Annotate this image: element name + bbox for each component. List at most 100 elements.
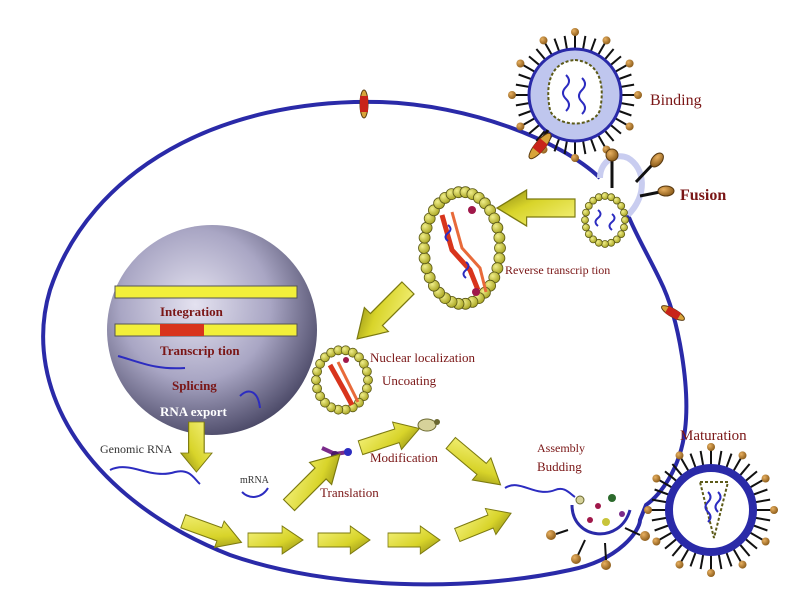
label-maturation: Maturation bbox=[680, 428, 747, 444]
capsid-bead bbox=[420, 262, 433, 275]
capsid-bead bbox=[612, 196, 621, 205]
envelope-spike bbox=[751, 524, 768, 532]
envelope-spike bbox=[689, 453, 697, 470]
label-rna-export: RNA export bbox=[160, 404, 227, 419]
modified-protein bbox=[417, 418, 440, 432]
capsid-bead bbox=[418, 252, 431, 265]
spike-knob bbox=[625, 59, 634, 68]
arrow-to-assembly bbox=[440, 431, 511, 497]
spike-knob bbox=[516, 59, 525, 68]
capsid-bead bbox=[589, 235, 598, 244]
membrane-receptor-top bbox=[359, 89, 369, 119]
arrow-bottom-5 bbox=[451, 499, 517, 549]
spike-knob bbox=[634, 91, 642, 99]
spike-knob bbox=[738, 451, 747, 460]
spike-knob bbox=[761, 474, 770, 483]
envelope-spike bbox=[738, 463, 751, 477]
arrow-bottom-2 bbox=[247, 525, 304, 555]
envelope-spike bbox=[732, 547, 742, 563]
envelope-spike bbox=[671, 543, 684, 557]
envelope-spike bbox=[671, 463, 684, 477]
mrna-strand bbox=[241, 487, 269, 498]
envelope-spike bbox=[748, 479, 764, 489]
envelope-spike bbox=[751, 488, 768, 496]
capsid-bead bbox=[320, 397, 330, 408]
spike-knob bbox=[602, 36, 611, 45]
arrow-translation-up bbox=[277, 442, 352, 517]
envelope-spike bbox=[664, 537, 678, 550]
spike-knob bbox=[571, 28, 579, 36]
capsid-bead bbox=[361, 366, 372, 377]
capsid-bead bbox=[315, 358, 326, 369]
envelope-spike bbox=[651, 498, 668, 504]
spike-knob bbox=[675, 451, 684, 460]
capsid-bead bbox=[589, 196, 598, 205]
capsid-reverse-transcription bbox=[418, 186, 506, 310]
capsid-bead bbox=[601, 240, 609, 248]
capsid-bead bbox=[620, 208, 628, 217]
capsid-bead bbox=[617, 230, 626, 239]
capsid-bead bbox=[607, 193, 616, 202]
capsid-nuclear-localization bbox=[311, 345, 373, 415]
capsid-bead bbox=[607, 238, 616, 247]
labels: Binding Fusion Reverse transcrip tion In… bbox=[100, 92, 747, 500]
envelope-spike bbox=[744, 537, 758, 550]
spike-knob bbox=[571, 154, 579, 162]
capsid-bead bbox=[418, 242, 430, 254]
fusion-spikes bbox=[605, 148, 675, 198]
capsid-bead bbox=[493, 252, 506, 265]
capsid-bead bbox=[582, 208, 590, 217]
label-integration: Integration bbox=[160, 304, 224, 319]
envelope-spike bbox=[699, 450, 705, 467]
capsid-bead bbox=[354, 352, 364, 363]
capsid-bead bbox=[584, 230, 593, 239]
label-mrna: mRNA bbox=[240, 475, 270, 486]
envelope-spike bbox=[725, 550, 733, 567]
arrow-bottom-3 bbox=[317, 525, 371, 555]
capsid-bead bbox=[594, 238, 603, 247]
envelope-spike bbox=[744, 470, 758, 483]
spike-knob bbox=[738, 560, 747, 569]
label-binding: Binding bbox=[650, 92, 702, 109]
capsid-bead bbox=[491, 221, 504, 234]
label-modification: Modification bbox=[370, 450, 438, 465]
arrow-rt-to-nuclear bbox=[344, 275, 421, 352]
envelope-spike bbox=[717, 553, 723, 570]
spike-knob bbox=[625, 122, 634, 131]
capsid-bead bbox=[358, 391, 369, 402]
capsid-bead bbox=[620, 223, 628, 232]
envelope-spike bbox=[717, 450, 723, 467]
gp120-receptor-complex bbox=[528, 129, 552, 160]
host-dna-strand-top bbox=[114, 285, 298, 299]
budding-virion bbox=[546, 494, 650, 570]
label-reverse-transcription: Reverse transcrip tion bbox=[505, 263, 610, 277]
envelope-spike bbox=[732, 457, 742, 473]
spliced-rna bbox=[239, 390, 261, 409]
mature-virion bbox=[644, 443, 778, 577]
spike-knob bbox=[644, 506, 652, 514]
capsid-bead bbox=[418, 231, 431, 244]
envelope-spike bbox=[654, 524, 671, 532]
assembly-rna bbox=[504, 484, 576, 498]
integrated-provirus bbox=[160, 324, 204, 336]
capsid-bead bbox=[311, 375, 321, 385]
arrow-bottom-4 bbox=[387, 525, 441, 555]
capsid-bead bbox=[584, 201, 593, 210]
label-fusion: Fusion bbox=[680, 187, 726, 204]
spike-knob bbox=[761, 537, 770, 546]
spike-knob bbox=[652, 537, 661, 546]
envelope-spike bbox=[754, 498, 771, 504]
label-uncoating: Uncoating bbox=[382, 373, 437, 388]
envelope-spike bbox=[725, 453, 733, 470]
virion-binding bbox=[508, 28, 642, 162]
nucleus bbox=[107, 225, 317, 435]
envelope-spike bbox=[748, 531, 764, 541]
capsid-bead bbox=[621, 216, 629, 224]
capsid-bead bbox=[363, 375, 373, 385]
label-translation: Translation bbox=[320, 485, 379, 500]
cell-membrane bbox=[41, 99, 689, 587]
host-dna-strand-bottom bbox=[114, 323, 298, 337]
spike-knob bbox=[707, 569, 715, 577]
envelope-spike bbox=[658, 531, 674, 541]
